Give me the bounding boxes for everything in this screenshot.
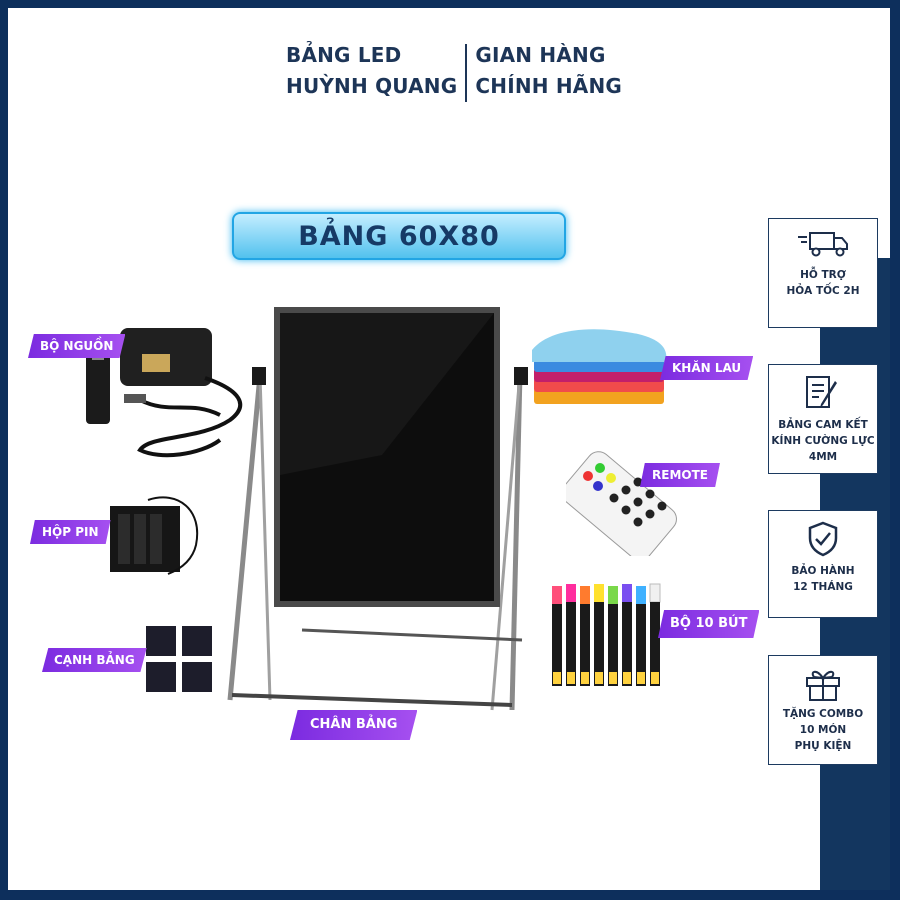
pens-image: [552, 583, 661, 686]
battery-box-image: [110, 496, 199, 575]
feature-line2: KÍNH CƯỜNG LỰC: [771, 435, 875, 447]
title-text: BẢNG 60X80: [298, 220, 500, 252]
feature-text: HỖ TRỢ HỎA TỐC 2H: [786, 267, 859, 299]
header-right-line2: CHÍNH HÃNG: [475, 74, 623, 98]
feature-warranty: BẢO HÀNH 12 THÁNG: [768, 510, 878, 618]
feature-text: BẢNG CAM KẾT KÍNH CƯỜNG LỰC 4MM: [771, 417, 874, 465]
feature-line1: BẢO HÀNH: [791, 565, 855, 577]
label-battery: HỘP PIN: [30, 520, 111, 544]
label-towel: KHĂN LAU: [660, 356, 754, 380]
feature-line3: PHỤ KIỆN: [794, 740, 852, 752]
header-left-line2: HUỲNH QUANG: [286, 74, 458, 98]
label-pens: BỘ 10 BÚT: [658, 610, 760, 638]
led-board-image: [227, 307, 528, 711]
feature-gift-combo: TẶNG COMBO 10 MÓN PHỤ KIỆN: [768, 655, 878, 765]
label-corners: CẠNH BẢNG: [42, 648, 147, 672]
label-power: BỘ NGUỒN: [28, 334, 126, 358]
remote-image: [566, 451, 677, 556]
feature-text: TẶNG COMBO 10 MÓN PHỤ KIỆN: [783, 706, 863, 754]
towels-image: [532, 329, 667, 404]
header-right: GIAN HÀNG CHÍNH HÃNG: [475, 40, 622, 102]
truck-icon: [798, 232, 848, 257]
feature-glass-commitment: BẢNG CAM KẾT KÍNH CƯỜNG LỰC 4MM: [768, 364, 878, 474]
feature-line2: HỎA TỐC 2H: [786, 285, 860, 297]
corner-pieces-image: [144, 624, 214, 694]
shield-check-icon: [808, 521, 838, 557]
feature-fast-delivery: HỖ TRỢ HỎA TỐC 2H: [768, 218, 878, 328]
header: BẢNG LED HUỲNH QUANG GIAN HÀNG CHÍNH HÃN…: [286, 40, 622, 102]
feature-line2: 10 MÓN: [799, 724, 847, 736]
power-adapter-image: [86, 328, 243, 458]
feature-line2: 12 THÁNG: [793, 581, 853, 593]
feature-line1: HỖ TRỢ: [800, 269, 846, 281]
gift-icon: [806, 670, 840, 701]
feature-line1: TẶNG COMBO: [782, 708, 864, 720]
header-divider: [465, 44, 468, 102]
label-remote: REMOTE: [640, 463, 720, 487]
title-banner: BẢNG 60X80: [232, 212, 566, 260]
header-right-line1: GIAN HÀNG: [475, 43, 606, 67]
document-pen-icon: [806, 376, 837, 408]
header-left: BẢNG LED HUỲNH QUANG: [286, 40, 457, 102]
feature-line1: BẢNG CAM KẾT: [778, 419, 868, 431]
feature-line3: 4MM: [808, 451, 838, 463]
frame-bottom: [0, 890, 900, 900]
frame-right: [890, 0, 900, 900]
frame-top: [0, 0, 900, 8]
feature-text: BẢO HÀNH 12 THÁNG: [791, 563, 854, 595]
header-left-line1: BẢNG LED: [286, 43, 402, 67]
label-stand: CHÂN BẢNG: [290, 710, 418, 740]
frame-left: [0, 0, 8, 900]
